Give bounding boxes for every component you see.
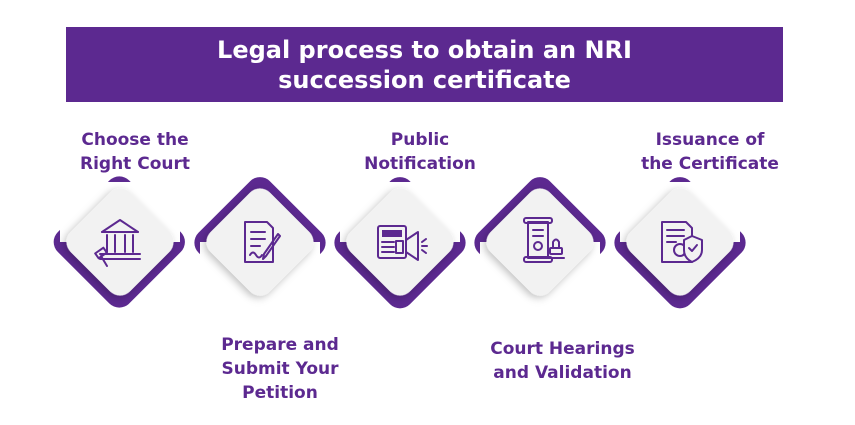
title-line-2: succession certificate: [278, 65, 571, 94]
title-line-1: Legal process to obtain an NRI: [217, 35, 632, 64]
step-1-tile: [66, 188, 174, 296]
step-2-label: Prepare and Submit Your Petition: [221, 335, 339, 403]
scroll-seal-icon: [523, 217, 565, 263]
step-3-label: Public Notification: [364, 130, 476, 174]
step-tiles: [66, 188, 734, 296]
step-1-label: Choose the Right Court: [79, 130, 190, 174]
step-4-label: Court Hearings and Validation: [490, 339, 635, 383]
news-megaphone-icon: [377, 225, 428, 261]
certificate-shield-icon: [661, 221, 703, 263]
step-5-tile: [626, 188, 734, 296]
step-5-label: Issuance of the Certificate: [641, 130, 779, 174]
document-sign-icon: [244, 221, 281, 263]
court-gavel-icon: [94, 219, 141, 267]
step-2-tile: [206, 188, 314, 296]
title-banner: Legal process to obtain an NRI successio…: [66, 27, 783, 102]
